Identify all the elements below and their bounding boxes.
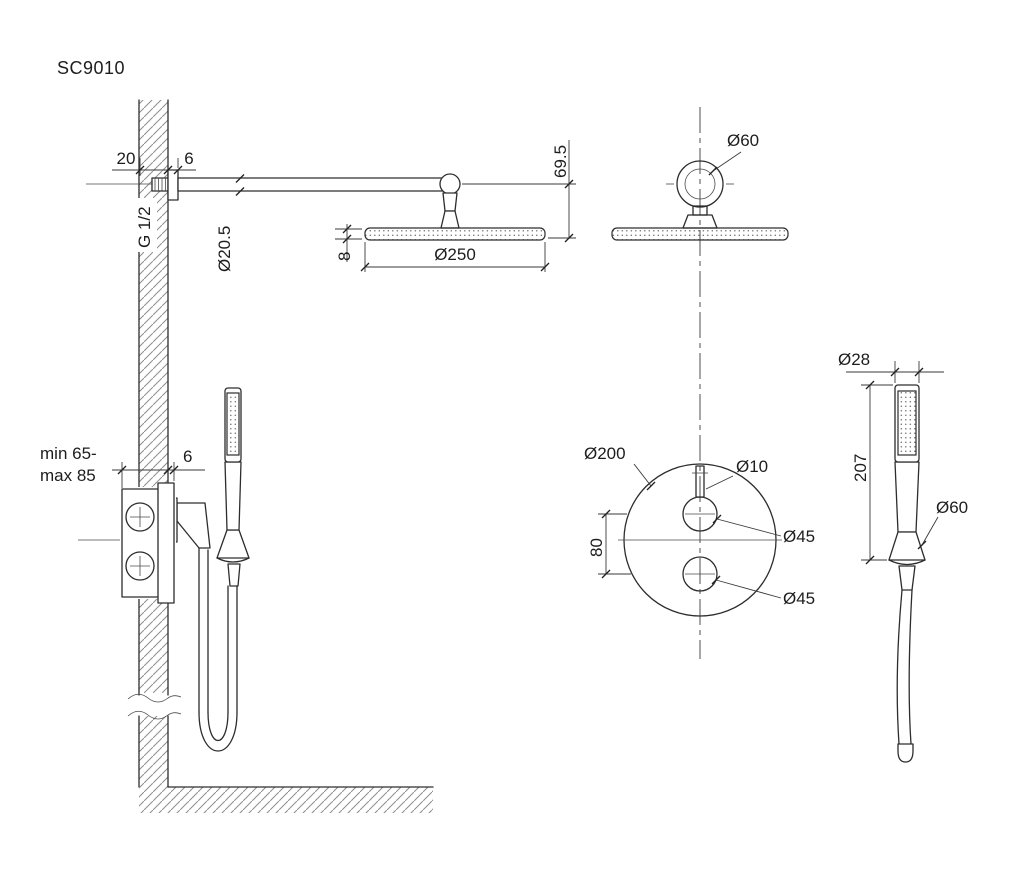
- dimension-knob-top: Ø45: [712, 514, 815, 546]
- hand-shower-front-drawing: Ø28 207 Ø60: [838, 350, 968, 763]
- handset-spray-face: [226, 392, 240, 456]
- mixer-valve-side: [78, 482, 176, 604]
- dim-label-207: 207: [851, 454, 870, 482]
- wall-break-line: [127, 693, 182, 703]
- dim-label-max-depth: max 85: [40, 466, 96, 485]
- dim-label-6-top: 6: [184, 149, 193, 168]
- dimension-handset-length: 207: [851, 380, 893, 565]
- pin: [695, 465, 705, 498]
- side-view-drawing: 20 6 G 1/2 Ø20.5 69.5 8: [40, 99, 576, 813]
- dimension-handle-spacing: 80: [587, 509, 631, 579]
- supply-pipe: [86, 177, 169, 192]
- dimension-head-drop: 69.5: [462, 140, 576, 243]
- dim-label-200: Ø200: [584, 444, 626, 463]
- dim-label-min-depth: min 65-: [40, 444, 97, 463]
- dim-label-60-top: Ø60: [727, 131, 759, 150]
- dim-label-60-holder: Ø60: [936, 498, 968, 517]
- hose-loop: [198, 547, 238, 752]
- dimension-arm-offset: 20 6: [112, 149, 196, 176]
- handset-front: [888, 384, 926, 763]
- front-view-drawing: Ø60 Ø200 Ø10: [584, 107, 815, 659]
- hand-shower-side: [167, 387, 250, 752]
- dimension-head-diameter: Ø250: [360, 242, 550, 272]
- dimension-knob-bottom: Ø45: [711, 575, 815, 608]
- handset-holder-cone: [888, 531, 926, 561]
- shower-head-side: [364, 227, 546, 241]
- dim-label-69-5: 69.5: [551, 145, 570, 178]
- dimension-plate-diameter: Ø200: [584, 444, 656, 491]
- dimension-arm-diameter: Ø20.5: [215, 174, 245, 272]
- wall-outlet-elbow: [176, 502, 211, 549]
- dim-label-28: Ø28: [838, 350, 870, 369]
- dimension-handset-width: Ø28: [838, 350, 944, 383]
- model-number-label: SC9010: [57, 58, 125, 78]
- dimension-holder-diameter: Ø60: [917, 498, 968, 550]
- wall-break-line: [127, 710, 182, 720]
- arm-elbow: [439, 173, 461, 195]
- dim-label-10: Ø10: [736, 457, 768, 476]
- mixer-plate-front: [618, 463, 782, 617]
- dim-label-45-bottom: Ø45: [783, 589, 815, 608]
- dim-label-6-wall: 6: [183, 447, 192, 466]
- shower-arm: [167, 169, 461, 229]
- dimension-install-depth: min 65- max 85 6: [40, 444, 205, 488]
- dim-label-thread: G 1/2: [135, 206, 154, 248]
- arm-escutcheon: [167, 169, 179, 201]
- dim-label-20: 20: [117, 149, 136, 168]
- dimension-pin-diameter: Ø10: [705, 457, 768, 490]
- dim-label-250: Ø250: [434, 245, 476, 264]
- dimension-connector-diameter: Ø60: [708, 131, 759, 176]
- dimension-head-thickness: 8: [335, 224, 362, 262]
- hose-end: [897, 743, 914, 763]
- dim-label-80: 80: [587, 538, 606, 557]
- handset-cone: [216, 529, 250, 559]
- dim-label-45-top: Ø45: [783, 527, 815, 546]
- dim-label-8: 8: [335, 252, 354, 261]
- valve-face-plate: [157, 482, 175, 604]
- shower-head-front: [611, 227, 789, 241]
- hose: [896, 589, 903, 745]
- dim-label-arm-diameter: Ø20.5: [215, 226, 234, 272]
- knob-bottom: [682, 556, 718, 592]
- floor-section: [139, 786, 434, 813]
- handset-spray-face: [897, 390, 917, 456]
